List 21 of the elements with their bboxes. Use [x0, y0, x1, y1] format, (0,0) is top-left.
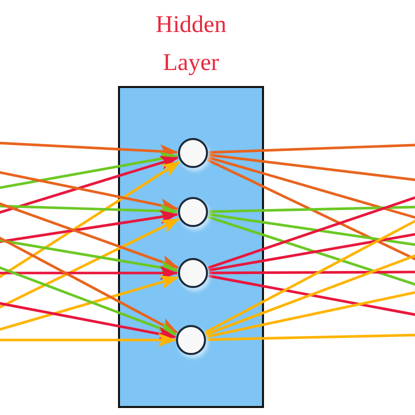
connection-arrow [0, 160, 180, 280]
neuron-circle [178, 138, 208, 168]
neuron-circle [178, 258, 208, 288]
connection-arrow [0, 204, 178, 218]
neuron-circle [178, 197, 208, 227]
connection-arrow [0, 236, 178, 334]
connection-arrow [0, 202, 179, 269]
connection-arrow [0, 276, 179, 332]
connection-arrow [0, 156, 179, 214]
connection-arrow [0, 142, 178, 158]
connection-arrow [0, 302, 176, 341]
connection-arrow [0, 152, 178, 190]
neuron-circle [176, 325, 206, 355]
connection-arrow [0, 170, 178, 212]
connection-arrow [0, 266, 178, 280]
connection-arrow [0, 238, 178, 274]
connection-arrow [0, 333, 176, 347]
layer-heading: Hidden Layer [154, 11, 228, 78]
connection-arrow [0, 218, 180, 310]
connection-arrow [0, 210, 178, 244]
connection-arrow [0, 266, 177, 336]
